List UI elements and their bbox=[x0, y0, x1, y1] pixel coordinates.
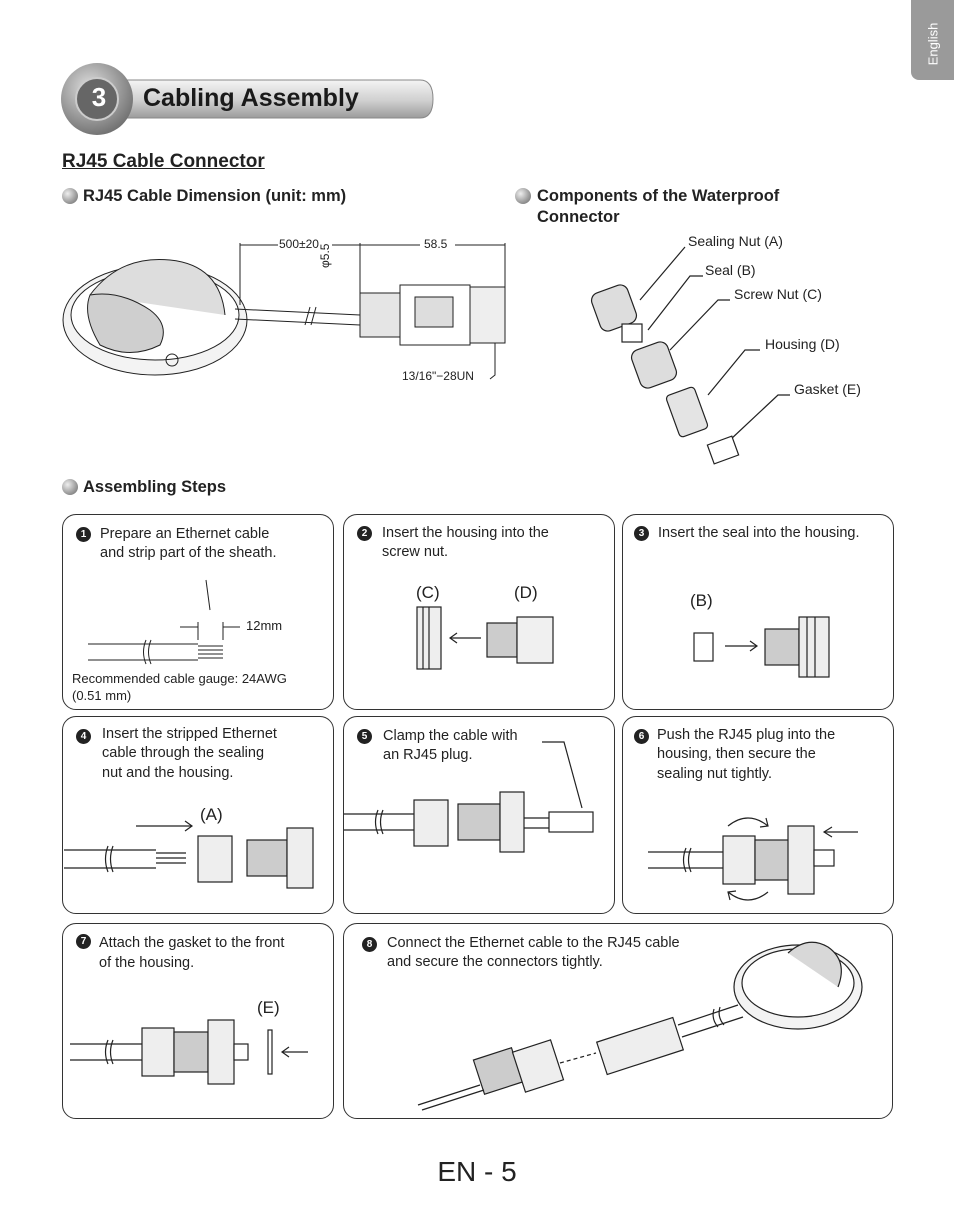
part-label-c: (C) bbox=[416, 583, 440, 602]
section-title: Cabling Assembly bbox=[143, 84, 359, 112]
bullet-icon bbox=[62, 188, 78, 204]
part-label-b: (B) bbox=[690, 591, 713, 610]
language-tab-label: English bbox=[925, 22, 940, 66]
step-text: screw nut. bbox=[382, 544, 449, 560]
step-number: 2 bbox=[357, 526, 372, 541]
step-number: 6 bbox=[634, 729, 649, 744]
step-text: an RJ45 plug. bbox=[383, 747, 473, 763]
step-number: 7 bbox=[76, 934, 91, 949]
step-text: Clamp the cable with bbox=[383, 728, 518, 744]
step-1-cable-drawing bbox=[88, 579, 240, 665]
subsection-title: RJ45 Cable Connector bbox=[62, 151, 265, 172]
step-number: 3 bbox=[634, 526, 649, 541]
step-text: Connect the Ethernet cable to the RJ45 c… bbox=[387, 935, 680, 951]
bullet-icon bbox=[62, 479, 78, 495]
components-heading-line2: Connector bbox=[537, 208, 620, 226]
component-seal: Seal (B) bbox=[705, 262, 756, 278]
step-number: 8 bbox=[362, 937, 377, 952]
step-text: and secure the connectors tightly. bbox=[387, 954, 603, 970]
step-2-drawing bbox=[416, 606, 554, 670]
step-text: Attach the gasket to the front bbox=[99, 935, 285, 951]
part-label-a: (A) bbox=[200, 805, 223, 824]
camera-dimension-drawing bbox=[62, 243, 506, 380]
step-text: Prepare an Ethernet cable bbox=[100, 526, 270, 542]
cable-gauge-note: Recommended cable gauge: 24AWG bbox=[72, 671, 287, 686]
step-8-drawing bbox=[417, 941, 863, 1111]
step-number: 1 bbox=[76, 527, 91, 542]
page-number: EN - 5 bbox=[437, 1156, 517, 1187]
step-card-1 bbox=[62, 514, 334, 710]
step-text: cable through the sealing bbox=[102, 745, 265, 761]
cable-gauge-note: (0.51 mm) bbox=[72, 688, 132, 703]
step-card-6 bbox=[622, 716, 894, 914]
step-text: Insert the housing into the bbox=[382, 525, 549, 541]
step-card-2 bbox=[343, 514, 615, 710]
language-tab: English bbox=[911, 0, 954, 80]
length-label: 500±20 bbox=[279, 237, 319, 251]
components-heading-line1: Components of the Waterproof bbox=[537, 187, 780, 205]
step-text: Insert the seal into the housing. bbox=[658, 525, 860, 541]
assembling-heading: Assembling Steps bbox=[83, 478, 227, 496]
step-text: Push the RJ45 plug into the bbox=[657, 727, 836, 743]
thread-label: 13/16"−28UN bbox=[402, 369, 474, 383]
dimension-heading: RJ45 Cable Dimension (unit: mm) bbox=[83, 187, 347, 205]
part-label-e: (E) bbox=[257, 998, 280, 1017]
step-3-drawing bbox=[693, 616, 830, 678]
step-card-7 bbox=[62, 923, 334, 1119]
component-housing: Housing (D) bbox=[765, 336, 840, 352]
section-banner-graphic bbox=[61, 63, 434, 135]
step-text: sealing nut tightly. bbox=[657, 766, 772, 782]
strip-length-label: 12mm bbox=[246, 618, 283, 633]
connector-length-label: 58.5 bbox=[424, 237, 448, 251]
step-text: and strip part of the sheath. bbox=[100, 545, 277, 561]
step-text: Insert the stripped Ethernet bbox=[102, 726, 277, 742]
step-number: 4 bbox=[76, 729, 91, 744]
step-5-drawing bbox=[344, 741, 594, 853]
component-screw-nut: Screw Nut (C) bbox=[734, 286, 822, 302]
step-text: housing, then secure the bbox=[657, 746, 816, 762]
part-label-d: (D) bbox=[514, 583, 538, 602]
step-6-drawing bbox=[648, 817, 858, 901]
step-number: 5 bbox=[357, 729, 372, 744]
section-number: 3 bbox=[91, 82, 107, 112]
component-gasket: Gasket (E) bbox=[794, 381, 861, 397]
step-card-3 bbox=[622, 514, 894, 710]
components-exploded-drawing bbox=[590, 246, 790, 465]
step-7-drawing bbox=[70, 1019, 308, 1085]
component-sealing-nut: Sealing Nut (A) bbox=[688, 233, 783, 249]
bullet-icon bbox=[515, 188, 531, 204]
step-text: of the housing. bbox=[99, 955, 195, 971]
step-text: nut and the housing. bbox=[102, 765, 234, 781]
diameter-label: φ5.5 bbox=[318, 243, 332, 268]
step-4-drawing bbox=[64, 820, 314, 889]
